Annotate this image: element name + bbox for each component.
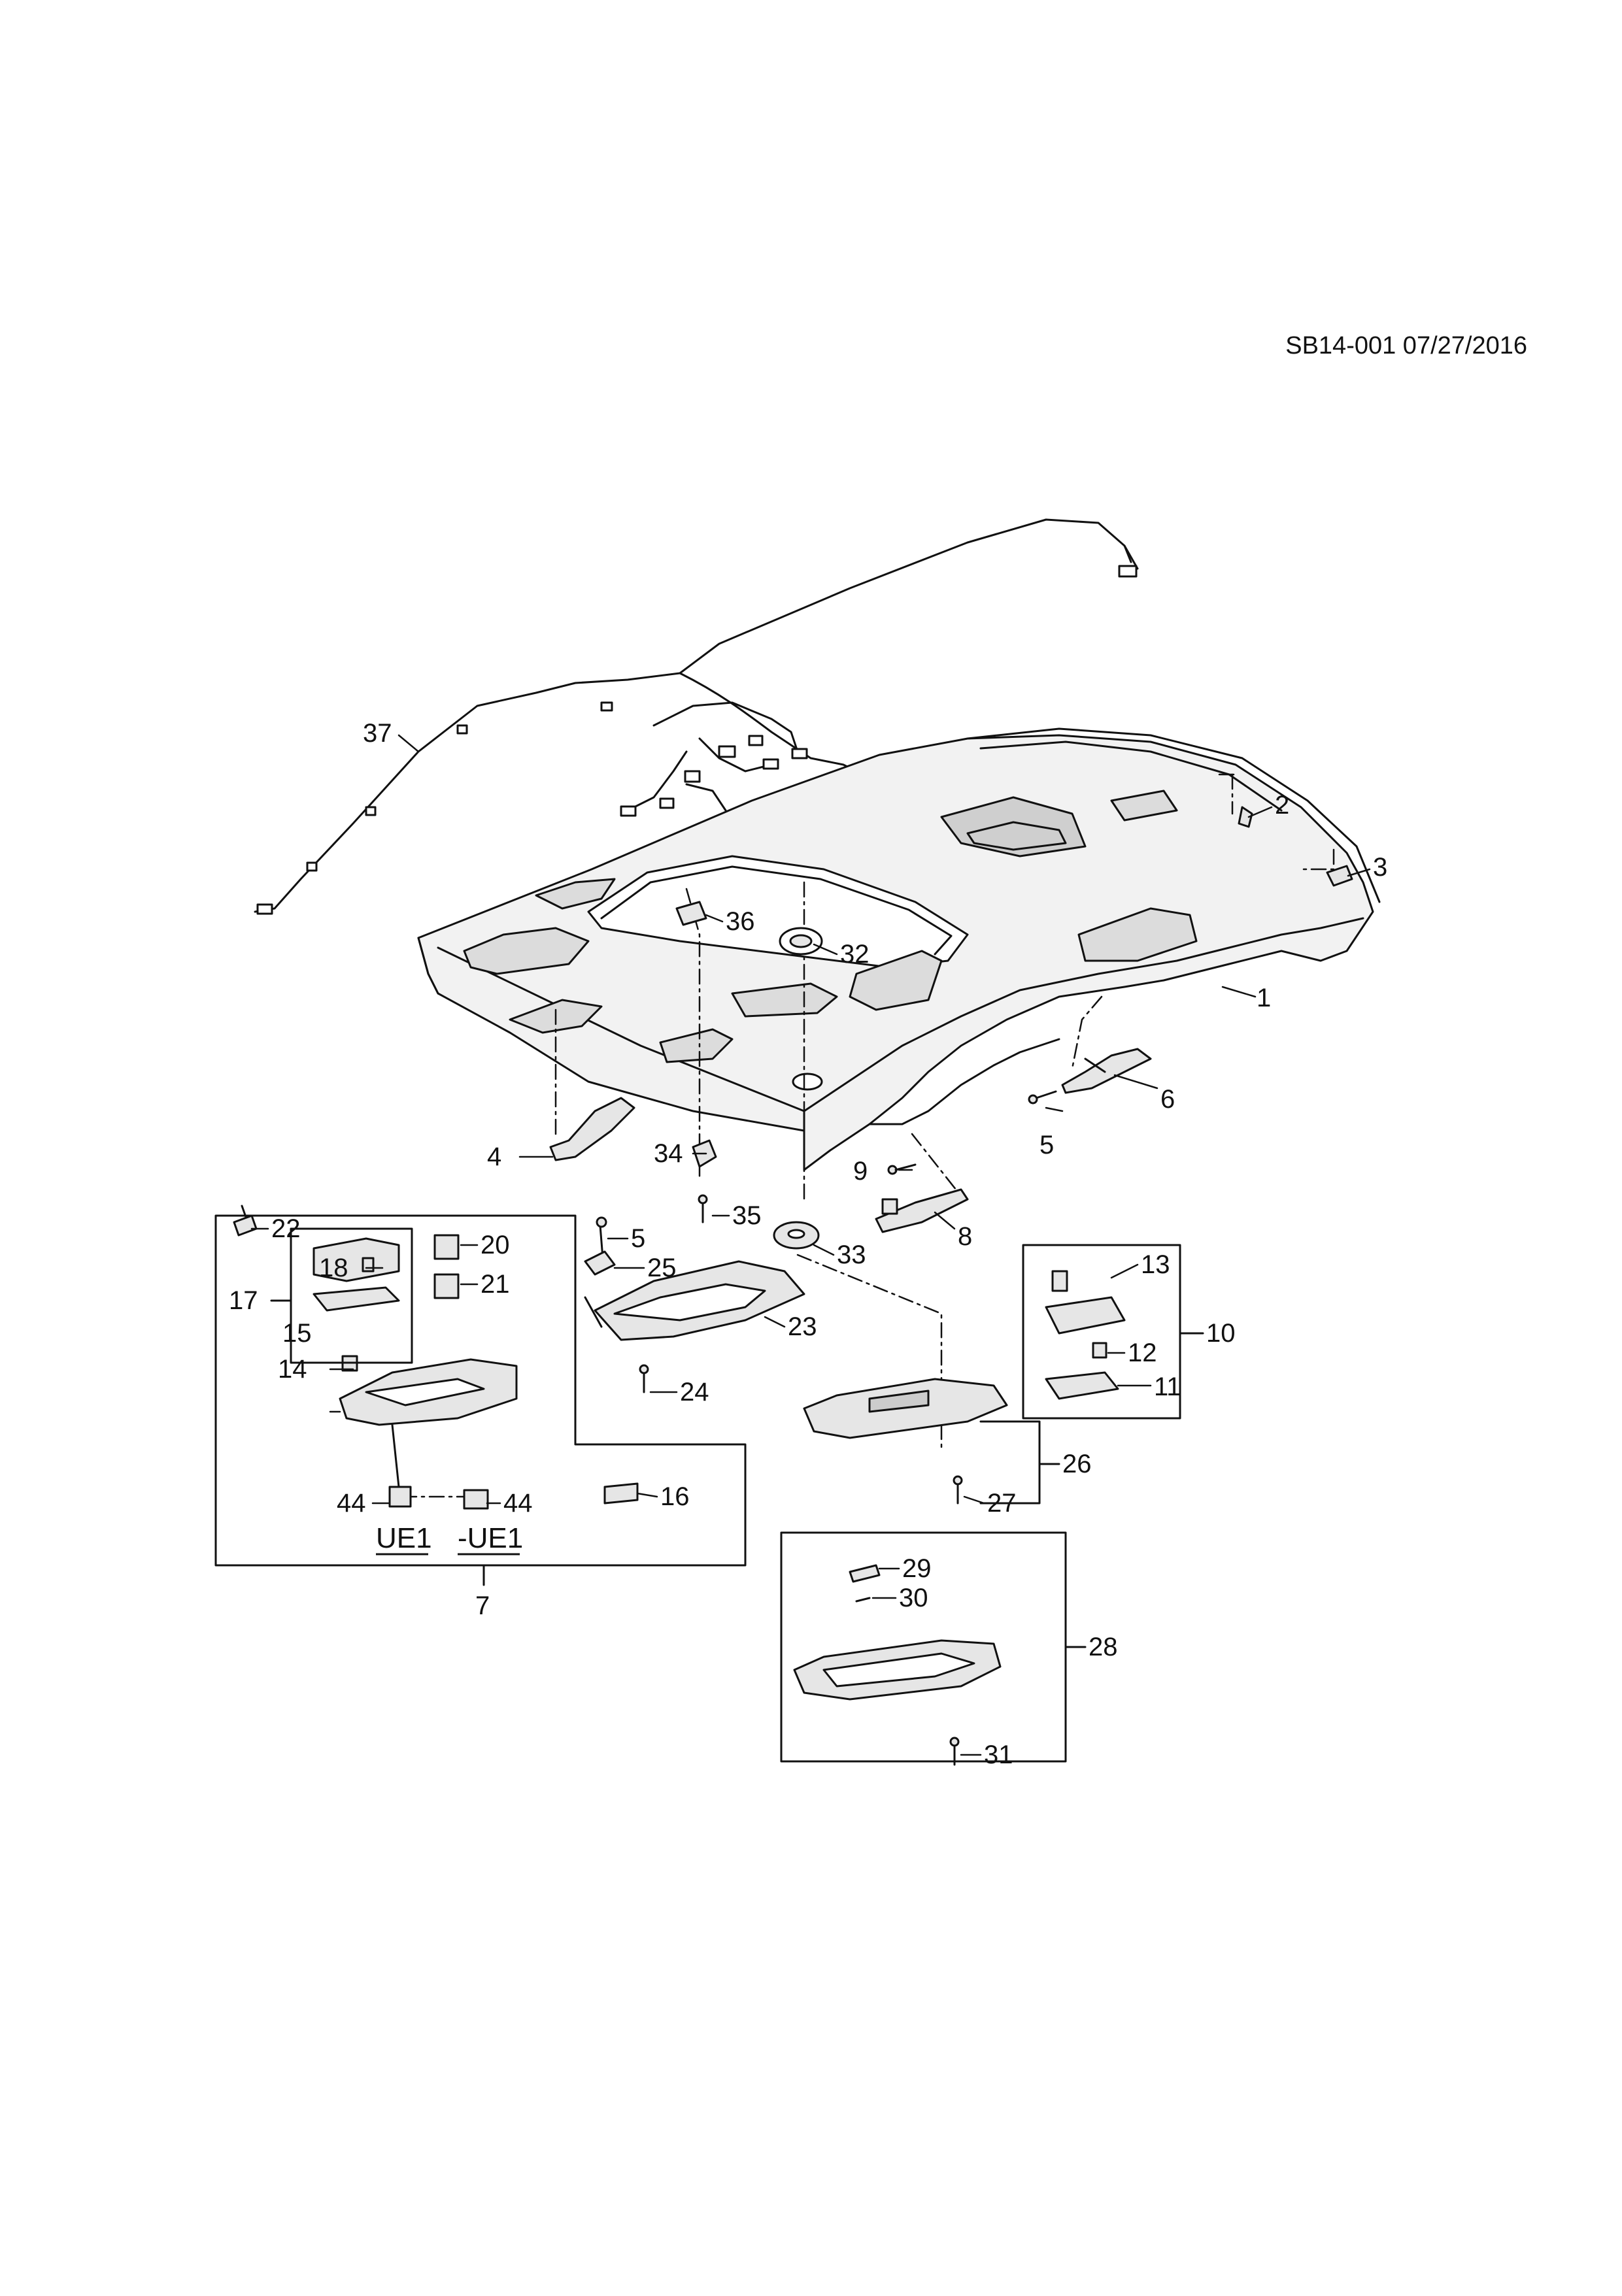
callout-29: 29 xyxy=(902,1554,932,1583)
callout-32: 32 xyxy=(840,940,870,969)
callout-1: 1 xyxy=(1257,984,1271,1012)
option-code-ue1: UE1 xyxy=(376,1522,432,1554)
callout-35: 35 xyxy=(732,1201,762,1230)
callout-9: 9 xyxy=(853,1157,868,1186)
callout-16: 16 xyxy=(660,1482,690,1511)
callout-30: 30 xyxy=(899,1584,928,1612)
callout-labels: 1 2 3 4 5 5 6 7 8 9 10 11 12 13 14 15 16… xyxy=(229,719,1387,1769)
callout-5: 5 xyxy=(631,1224,645,1253)
group-7-frame xyxy=(214,1214,747,1567)
callout-22: 22 xyxy=(271,1214,301,1243)
callout-13: 13 xyxy=(1141,1250,1170,1279)
callout-7: 7 xyxy=(475,1591,490,1620)
callout-23: 23 xyxy=(788,1312,817,1341)
callout-31: 31 xyxy=(984,1740,1013,1769)
callout-5b: 5 xyxy=(1039,1131,1054,1159)
callout-34: 34 xyxy=(654,1139,683,1168)
callout-14: 14 xyxy=(278,1355,307,1384)
callout-3: 3 xyxy=(1373,853,1387,882)
callout-24: 24 xyxy=(680,1378,709,1406)
callout-20: 20 xyxy=(481,1231,510,1259)
callout-37: 37 xyxy=(363,719,392,748)
callout-10: 10 xyxy=(1206,1319,1236,1348)
small-parts xyxy=(233,806,1353,1766)
callout-28: 28 xyxy=(1089,1633,1118,1661)
callout-12: 12 xyxy=(1128,1339,1157,1367)
callout-2: 2 xyxy=(1275,791,1289,820)
callout-27: 27 xyxy=(987,1489,1017,1518)
callout-18: 18 xyxy=(319,1254,348,1282)
callout-44a: 44 xyxy=(337,1489,366,1518)
callout-17: 17 xyxy=(229,1286,258,1315)
group-10-frame xyxy=(1022,1244,1181,1420)
callout-8: 8 xyxy=(958,1222,972,1251)
callout-11: 11 xyxy=(1154,1373,1181,1401)
headliner xyxy=(417,727,1381,1171)
option-code-no-ue1: -UE1 xyxy=(458,1522,523,1554)
callout-4: 4 xyxy=(487,1142,501,1171)
document-id: SB14-001 07/27/2016 xyxy=(1285,332,1527,359)
group-frames xyxy=(214,1214,1204,1763)
callout-6: 6 xyxy=(1160,1085,1175,1114)
leader-lines xyxy=(250,734,1371,1756)
group-17-frame xyxy=(290,1227,413,1364)
callout-33: 33 xyxy=(837,1240,866,1269)
callout-44b: 44 xyxy=(503,1489,533,1518)
callout-36: 36 xyxy=(726,907,755,936)
callout-15: 15 xyxy=(282,1319,312,1348)
callout-21: 21 xyxy=(481,1270,510,1299)
callout-26: 26 xyxy=(1062,1450,1092,1478)
callout-25: 25 xyxy=(647,1254,677,1282)
